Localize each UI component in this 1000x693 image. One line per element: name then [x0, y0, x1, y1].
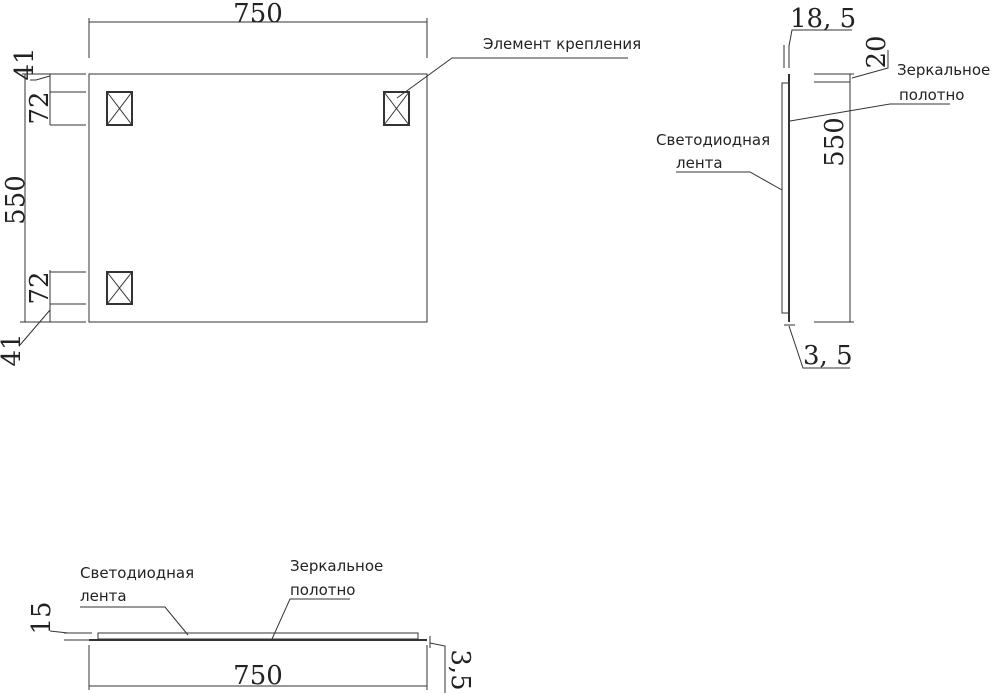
- top-gap-dim: 20: [862, 35, 892, 68]
- mount-element-bottom-left: [106, 271, 133, 305]
- led-label-line2: лента: [676, 154, 723, 172]
- bottom-view: 15 750 3,5 Светодиодная лента Зеркальное…: [27, 557, 475, 693]
- led-strip: [781, 82, 790, 314]
- top-offset-dim: 41: [10, 47, 40, 80]
- bottom-mirror-thickness-dim: 3,5: [445, 649, 475, 690]
- mirror-label-line1: Зеркальное: [897, 61, 990, 79]
- led-strip-bottom: [97, 632, 419, 640]
- mirror-thickness-dim: 3, 5: [803, 341, 853, 371]
- side-height-dim: 550: [820, 117, 850, 167]
- bottom-led-label-line1: Светодиодная: [80, 564, 194, 582]
- led-label-line1: Светодиодная: [656, 131, 770, 149]
- depth-dim: 18, 5: [790, 4, 856, 34]
- width-dim: 750: [233, 0, 283, 29]
- top-mount-dim: 72: [25, 91, 55, 124]
- mirror-outline: [88, 73, 428, 323]
- bottom-mount-dim: 72: [25, 271, 55, 304]
- front-view: 750 550 72 72 41 41 Элемент крепления: [0, 0, 641, 367]
- bottom-height-dim: 15: [27, 601, 57, 634]
- height-dim: 550: [1, 175, 31, 225]
- mount-element-top-left: [106, 91, 133, 126]
- side-view: 18, 5 20 550 3, 5 Зеркальное полотно Све…: [656, 4, 990, 371]
- bottom-mirror-label-line1: Зеркальное: [290, 557, 383, 575]
- bottom-width-dim: 750: [233, 661, 283, 691]
- mirror-label-line2: полотно: [899, 86, 964, 104]
- bottom-led-label-line2: лента: [80, 587, 127, 605]
- mount-label: Элемент крепления: [483, 35, 641, 53]
- bottom-offset-dim: 41: [0, 333, 27, 366]
- mount-element-top-right: [383, 91, 410, 126]
- mount-leader: [396, 57, 628, 99]
- bottom-mirror-label-line2: полотно: [290, 581, 355, 599]
